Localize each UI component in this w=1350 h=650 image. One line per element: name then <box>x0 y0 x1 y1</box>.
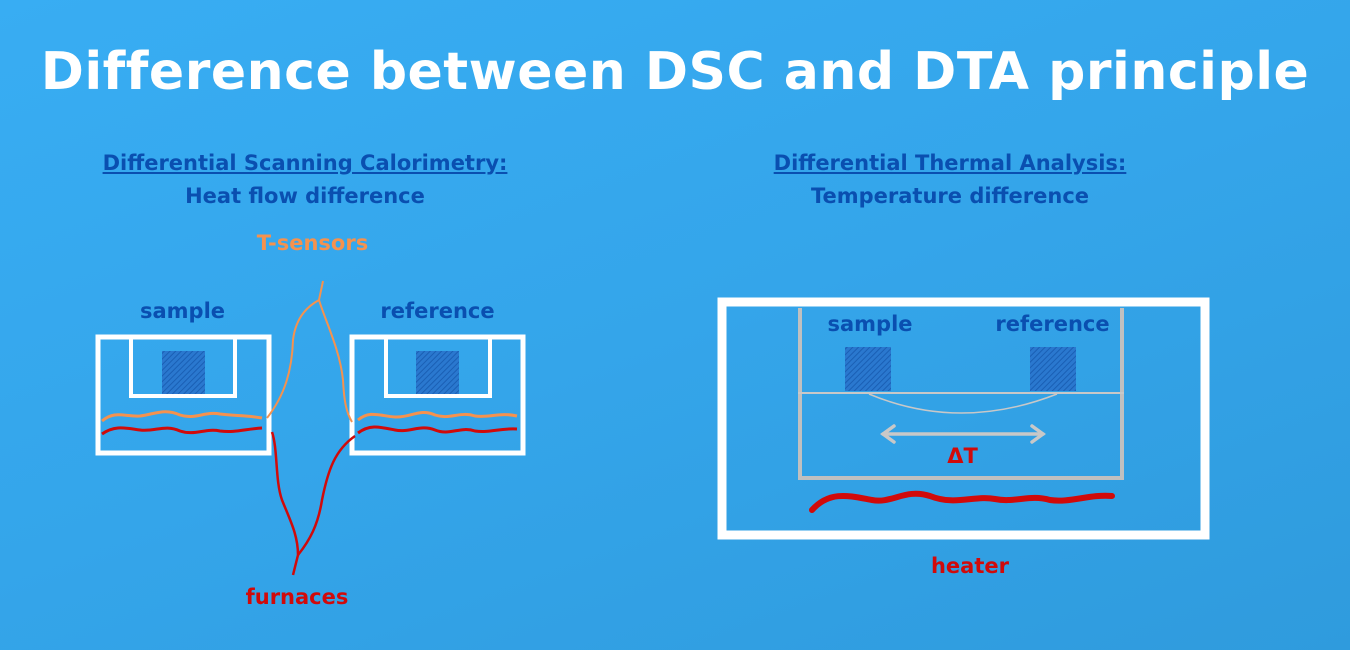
dsc-sample-cell <box>95 334 272 456</box>
reference-crucible <box>416 351 459 394</box>
sample-crucible <box>162 351 205 394</box>
dta-apparatus <box>717 297 1210 540</box>
dta-reference-crucible <box>1030 347 1076 391</box>
dsc-sample-label: sample <box>139 299 226 323</box>
delta-t-label: ΔT <box>947 444 978 468</box>
page-title: Difference between DSC and DTA principle <box>40 42 1310 102</box>
t-sensor-wires <box>266 280 353 423</box>
dsc-subheading: Heat flow difference <box>185 184 425 208</box>
t-sensors-label: T-sensors <box>256 231 369 255</box>
dta-sample-label: sample <box>827 312 913 336</box>
dta-reference-label: reference <box>995 312 1110 336</box>
furnace-wires <box>270 431 356 576</box>
heater-coil <box>809 490 1115 513</box>
dsc-reference-label: reference <box>380 299 495 323</box>
dsc-reference-cell <box>349 334 526 456</box>
furnaces-label: furnaces <box>245 585 349 609</box>
dta-subheading: Temperature difference <box>810 184 1090 208</box>
dta-heading-block: Differential Thermal Analysis: Temperatu… <box>710 147 1190 213</box>
dsc-heading: Differential Scanning Calorimetry: <box>102 151 508 175</box>
heater-label: heater <box>930 554 1009 578</box>
dsc-heading-block: Differential Scanning Calorimetry: Heat … <box>60 147 550 213</box>
dta-heading: Differential Thermal Analysis: <box>773 151 1127 175</box>
delta-arrow <box>880 424 1046 444</box>
dta-sample-crucible <box>845 347 891 391</box>
